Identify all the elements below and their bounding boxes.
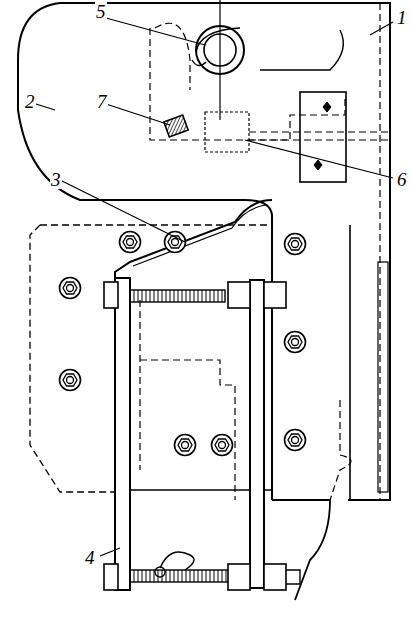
callout-number: 7 [96,92,108,111]
callout-number: 6 [396,170,408,189]
callout-number: 2 [24,92,36,111]
callout-number: 4 [84,548,96,567]
callout-number: 1 [396,8,408,27]
callout-number: 5 [95,2,107,21]
callout-number: 3 [50,170,62,189]
